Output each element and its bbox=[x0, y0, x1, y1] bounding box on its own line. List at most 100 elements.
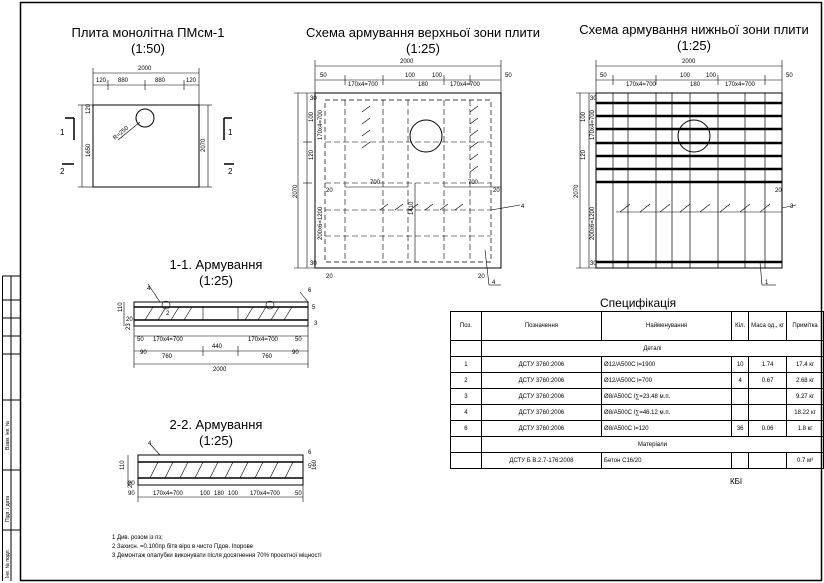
spec-cell bbox=[731, 452, 750, 469]
dim-s22-50: 50 bbox=[295, 491, 302, 497]
dim-s22-180: 180 bbox=[214, 491, 225, 497]
dim-bot-170b: 170x4=700 bbox=[725, 82, 756, 88]
spec-cell: Ø12/А500С l=700 bbox=[601, 372, 733, 389]
spec-cell: 1.74 bbox=[748, 356, 788, 373]
spec-header-row: Поз. Позначення Найменування Кіл. Маса о… bbox=[450, 311, 824, 341]
spec-cell: 6 bbox=[450, 420, 482, 437]
dim-s22-100: 100 bbox=[200, 491, 211, 497]
spec-h-name: Найменування bbox=[601, 311, 733, 341]
dim-top-200x6: 200x6=1200 bbox=[318, 206, 324, 240]
dim-top-120v: 120 bbox=[309, 149, 315, 160]
sidebar-label-c: Інв. № подл. bbox=[5, 549, 11, 578]
spec-cell: 10 bbox=[731, 356, 750, 373]
dim-slab-120c: 120 bbox=[86, 103, 92, 114]
dim-top-180: 180 bbox=[418, 82, 429, 88]
spec-cell: ДСТУ 3760:2006 bbox=[480, 372, 603, 389]
bottom-zone-scheme bbox=[576, 60, 797, 286]
title-bottom-text: Схема армування нижньої зони плити bbox=[579, 22, 809, 37]
dim-top-100v: 100 bbox=[309, 111, 315, 122]
dim-top-30b: 30 bbox=[310, 261, 317, 267]
spec-cell: 0.06 bbox=[748, 420, 788, 437]
dim-s11-170a: 170x4=700 bbox=[153, 337, 184, 343]
table-row: ДСТУ Б В.2.7-176:2008 Бетон С16/20 0.7 м… bbox=[450, 452, 824, 469]
dim-s22-90: 90 bbox=[128, 491, 135, 497]
title-slab-scale: (1:50) bbox=[131, 41, 165, 56]
dim-top-30a: 30 bbox=[310, 96, 317, 102]
marker-bot-1: 1 bbox=[765, 280, 769, 286]
dim-slab-radius: R=250 bbox=[112, 125, 130, 141]
dim-bot-2070: 2070 bbox=[574, 184, 580, 198]
dim-s22-23: 23 bbox=[128, 481, 134, 488]
title-top-text: Схема армування верхньої зони плити bbox=[306, 25, 540, 40]
title-bottom-scale: (1:25) bbox=[677, 38, 711, 53]
spec-table: Поз. Позначення Найменування Кіл. Маса о… bbox=[450, 311, 824, 469]
spec-cell: 4 bbox=[731, 372, 750, 389]
dim-top-20b: 20 bbox=[326, 274, 333, 280]
spec-cell: Ø8/А500С l∑=23.48 м.п. bbox=[601, 388, 733, 405]
spec-cell: Ø12/А500С l=1900 bbox=[601, 356, 733, 373]
spec-cell: 2.68 кг bbox=[786, 372, 824, 389]
spec-cell: 36 bbox=[731, 420, 750, 437]
dim-s11-50a: 50 bbox=[137, 337, 144, 343]
dim-top-50a: 50 bbox=[320, 73, 327, 79]
dim-top-170b: 170x4=700 bbox=[450, 82, 481, 88]
spec-cell: 0.67 bbox=[748, 372, 788, 389]
dim-s11-23: 23 bbox=[126, 323, 132, 330]
dim-s11-90b: 90 bbox=[292, 350, 299, 356]
spec-h-pos: Поз. bbox=[450, 311, 482, 341]
note-3: 3 Демонтаж опалубки виконувати після дос… bbox=[112, 553, 322, 559]
spec-h-note: Примітка bbox=[786, 311, 824, 341]
marker-1-right: 1 bbox=[228, 128, 233, 137]
marker-s11-2: 2 bbox=[166, 311, 170, 317]
spec-cell: Ø8/А500С l=120 bbox=[601, 420, 733, 437]
spec-cell: 17.4 кг bbox=[786, 356, 824, 373]
dim-bot-50a: 50 bbox=[600, 73, 607, 79]
marker-1-left: 1 bbox=[60, 128, 65, 137]
spec-title: Специфікація bbox=[600, 296, 677, 310]
spec-cell bbox=[748, 452, 788, 469]
dim-top-20d: 20 bbox=[478, 274, 485, 280]
dim-s22-20: 20 bbox=[128, 481, 135, 487]
table-row: 2 ДСТУ 3760:2006 Ø12/А500С l=700 4 0.67 … bbox=[450, 372, 824, 389]
title-section-1-1: 1-1. Армування (1:25) bbox=[160, 257, 272, 289]
dim-slab-1650: 1650 bbox=[86, 143, 92, 157]
marker-top-4b: 4 bbox=[492, 280, 496, 286]
table-row: 4 ДСТУ 3760:2006 Ø8/А500С l∑=46.12 м.п. … bbox=[450, 404, 824, 421]
section-1-1 bbox=[123, 283, 309, 368]
top-zone-scheme bbox=[294, 60, 521, 286]
title-section-2-2: 2-2. Армування (1:25) bbox=[160, 417, 272, 449]
marker-2-right: 2 bbox=[228, 167, 233, 176]
dim-bot-50b: 50 bbox=[786, 73, 793, 79]
title-s22-text: 2-2. Армування bbox=[169, 417, 263, 432]
spec-cell: ДСТУ 3760:2006 bbox=[480, 356, 603, 373]
dim-bot-200x6: 200x6=1200 bbox=[590, 206, 596, 240]
spec-cell: 2 bbox=[450, 372, 482, 389]
spec-cell: ДСТУ 3760:2006 bbox=[480, 420, 603, 437]
dim-s11-170b: 170x4=700 bbox=[248, 337, 279, 343]
sidebar-label-a: Взам. інв. № bbox=[5, 421, 11, 450]
dim-s22-110: 110 bbox=[120, 460, 126, 470]
dim-bot-170v: 170x4=700 bbox=[590, 109, 596, 140]
spec-section-parts-label: Деталі bbox=[480, 340, 824, 357]
dim-s11-440: 440 bbox=[212, 344, 223, 350]
dim-s22-160v: 160 bbox=[312, 459, 318, 470]
spec-cell: ДСТУ Б В.2.7-176:2008 bbox=[480, 452, 603, 469]
title-s11-text: 1-1. Армування bbox=[169, 257, 263, 272]
sheet-frame bbox=[19, 1, 823, 582]
title-bottom-zone: Схема армування нижньої зони плити (1:25… bbox=[564, 22, 824, 54]
dim-s11-90a: 90 bbox=[140, 350, 147, 356]
dim-bot-100: 100 bbox=[680, 73, 691, 79]
dim-top-700b: 700 bbox=[468, 180, 479, 186]
dim-top-100b: 100 bbox=[432, 73, 443, 79]
spec-cell: ДСТУ 3760:2006 bbox=[480, 388, 603, 405]
title-s11-scale: (1:25) bbox=[199, 273, 233, 288]
dim-s22-100b: 100 bbox=[228, 491, 239, 497]
spec-cell bbox=[748, 404, 788, 421]
dim-s11-110: 110 bbox=[118, 302, 124, 312]
note-1: 1 Див. розом із пз; bbox=[112, 535, 163, 541]
marker-s11-3: 3 bbox=[314, 321, 318, 327]
sidebar-label-b: Підп. і дата bbox=[5, 496, 11, 522]
dim-slab-880b: 880 bbox=[155, 78, 166, 84]
dim-s11-760b: 760 bbox=[262, 354, 273, 360]
spec-cell: 4 bbox=[450, 404, 482, 421]
